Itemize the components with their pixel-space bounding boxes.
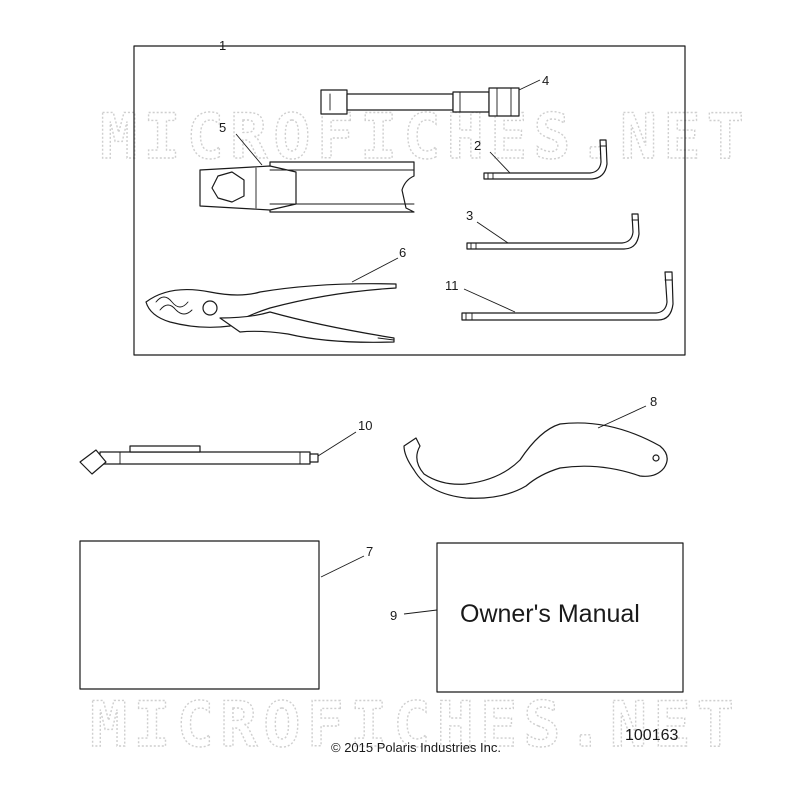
callout-2: 2 (474, 138, 481, 153)
callout-11: 11 (445, 278, 459, 293)
callout-7: 7 (366, 544, 373, 559)
hex-key-3 (466, 213, 640, 250)
callout-8: 8 (650, 394, 657, 409)
spark-plug-tool (199, 161, 415, 213)
callout-10: 10 (358, 418, 372, 433)
watermark-top: MICROFICHES.NET (100, 100, 750, 173)
watermark-bottom: MICROFICHES.NET (90, 688, 740, 761)
callout-4: 4 (542, 73, 549, 88)
callout-5: 5 (219, 120, 226, 135)
spanner-wrench (403, 422, 668, 499)
hex-key-11 (461, 271, 674, 321)
owners-manual (436, 542, 684, 693)
callout-9: 9 (390, 608, 397, 623)
callout-3: 3 (466, 208, 473, 223)
socket-wrench (320, 87, 520, 117)
owners-manual-label: Owner's Manual (460, 600, 640, 628)
document-sheet (79, 540, 320, 690)
copyright-notice: © 2015 Polaris Industries Inc. (331, 740, 501, 755)
tire-pressure-gauge (79, 445, 319, 475)
hex-key-2 (483, 139, 608, 180)
tool-kit-box (133, 45, 686, 356)
document-number: 100163 (625, 727, 678, 744)
pliers (145, 283, 397, 343)
callout-6: 6 (399, 245, 406, 260)
callout-1: 1 (219, 38, 226, 53)
